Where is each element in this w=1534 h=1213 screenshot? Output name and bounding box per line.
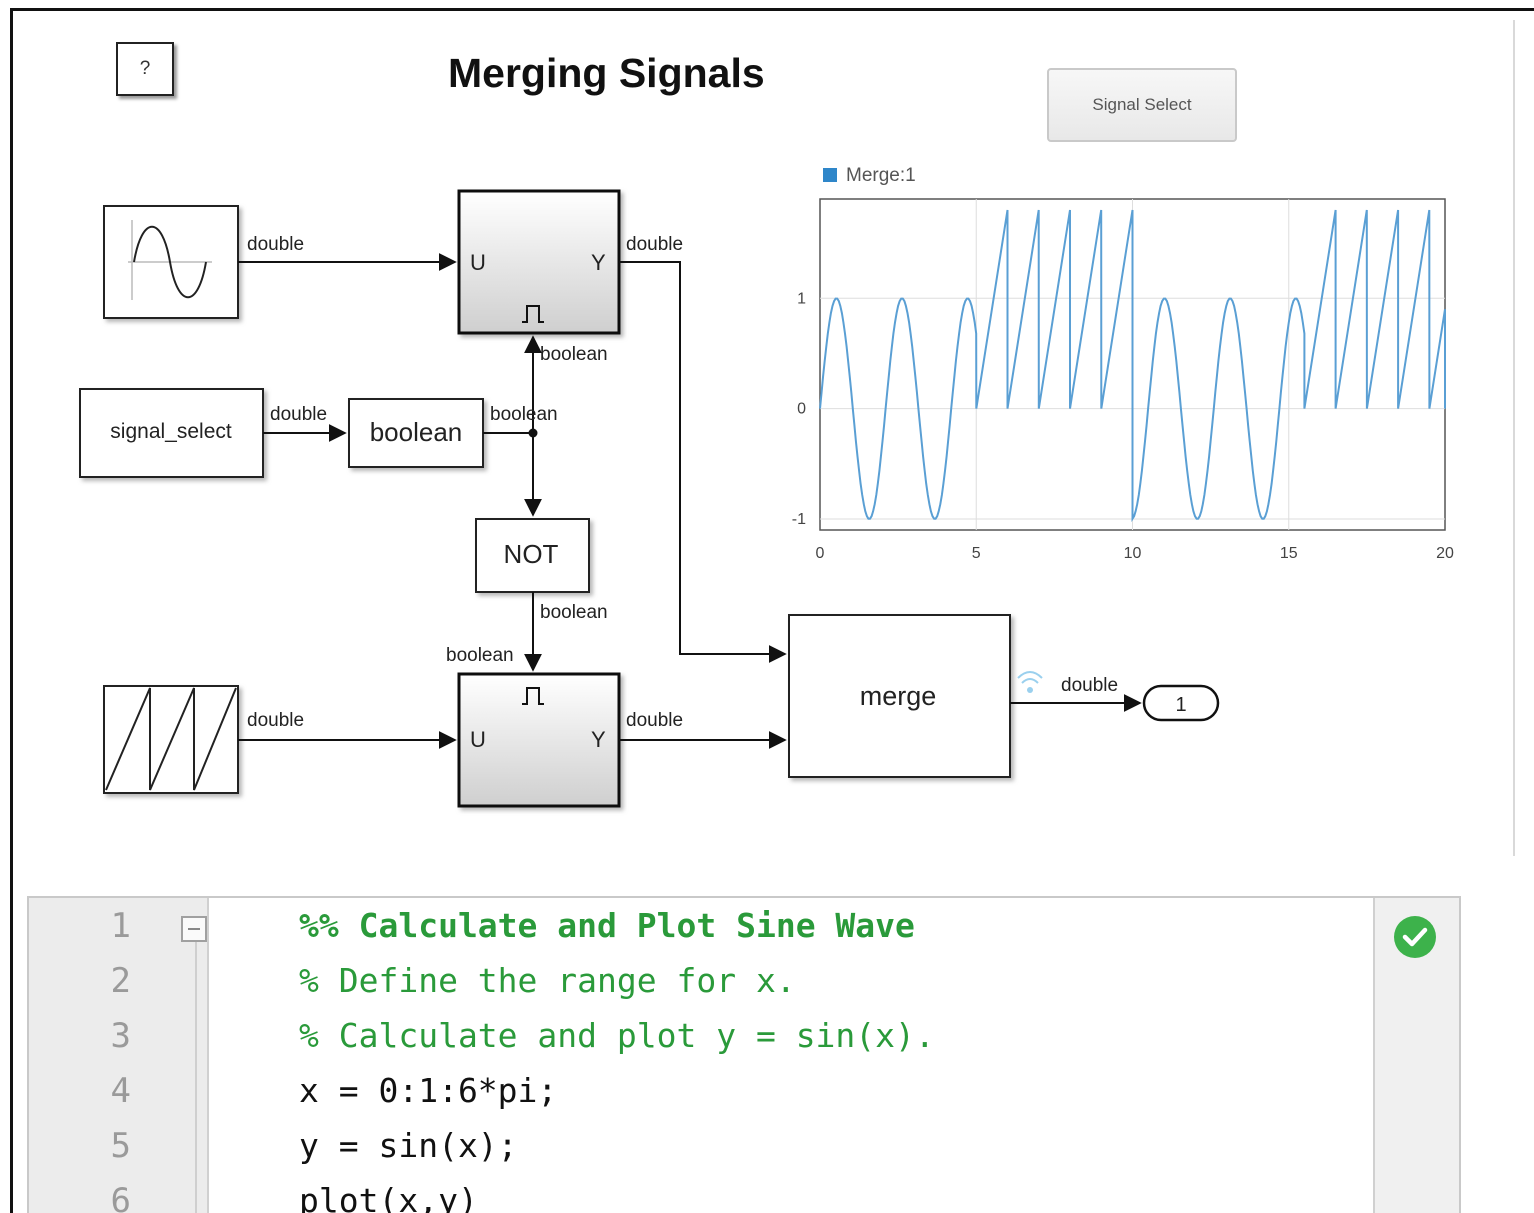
window-frame — [10, 8, 1534, 1213]
line-number: 1 — [110, 906, 131, 946]
merge-block[interactable]: merge — [788, 614, 1011, 778]
line-number: 4 — [110, 1071, 131, 1111]
canvas-divider — [1513, 20, 1515, 856]
code-line[interactable]: % Calculate and plot y = sin(x). — [299, 1016, 935, 1055]
code-line[interactable]: y = sin(x); — [299, 1126, 518, 1165]
svg-text:merge: merge — [860, 681, 937, 711]
svg-text:U: U — [470, 250, 486, 275]
outport-1[interactable]: 1 — [1142, 684, 1220, 722]
code-editor[interactable]: 1 2 3 4 5 6 %% Calculate and Plot Sine Wave % … — [27, 896, 1461, 1213]
code-line[interactable]: x = 0:1:6*pi; — [299, 1071, 558, 1110]
signal-select-button[interactable]: Signal Select — [1047, 68, 1237, 142]
boolean-convert-block[interactable]: boolean — [348, 398, 484, 468]
signal-label: double — [1061, 675, 1118, 696]
svg-text:NOT: NOT — [504, 539, 559, 569]
chart-ticks: 0 5 10 15 20 -1 0 1 — [792, 290, 1454, 562]
not-block[interactable]: NOT — [475, 518, 590, 593]
signal-label: double — [626, 710, 683, 731]
collapse-section-icon[interactable] — [181, 916, 207, 942]
svg-text:boolean: boolean — [370, 417, 463, 447]
page-title: Merging Signals — [448, 50, 765, 96]
signal-label: double — [626, 234, 683, 255]
x-tick-label: 20 — [1436, 545, 1454, 562]
sine-wave-block[interactable] — [103, 205, 239, 319]
svg-text:Y: Y — [591, 250, 606, 275]
x-tick-label: 5 — [972, 545, 981, 562]
chart-legend: Merge:1 — [823, 165, 916, 186]
legend-swatch — [823, 168, 837, 182]
x-tick-label: 10 — [1124, 545, 1142, 562]
y-tick-label: 1 — [797, 290, 806, 307]
code-line[interactable]: % Define the range for x. — [299, 961, 796, 1000]
x-tick-label: 15 — [1280, 545, 1298, 562]
merge-scope-chart[interactable]: Merge:1 0 5 10 15 20 -1 0 1 — [780, 160, 1480, 580]
svg-text:U: U — [470, 727, 486, 752]
line-number: 6 — [110, 1181, 131, 1213]
code-area[interactable]: %% Calculate and Plot Sine Wave % Define … — [209, 898, 1375, 1213]
help-button[interactable]: ? — [116, 42, 174, 96]
series-line-merge-1 — [819, 209, 1446, 523]
sawtooth-block[interactable] — [103, 685, 239, 794]
code-line[interactable]: plot(x,y) — [299, 1181, 478, 1213]
x-tick-label: 0 — [816, 545, 825, 562]
signal-logging-icon — [1017, 671, 1043, 693]
enabled-subsystem-1[interactable]: U Y — [457, 189, 621, 335]
svg-text:signal_select: signal_select — [110, 420, 232, 443]
svg-text:Y: Y — [591, 727, 606, 752]
signal-label: boolean — [490, 404, 558, 425]
signal-label: boolean — [446, 645, 514, 666]
fold-guide — [195, 942, 197, 1213]
code-analyzer-ok-icon[interactable] — [1394, 916, 1436, 958]
y-tick-label: 0 — [797, 401, 806, 418]
svg-text:1: 1 — [1175, 694, 1186, 716]
signal-label: double — [270, 404, 327, 425]
line-number: 5 — [110, 1126, 131, 1166]
signal-lines[interactable] — [238, 253, 1142, 749]
enabled-subsystem-2[interactable]: U Y — [457, 672, 621, 808]
code-line[interactable]: %% Calculate and Plot Sine Wave — [299, 906, 915, 945]
y-tick-label: -1 — [792, 511, 806, 528]
line-number-gutter: 1 2 3 4 5 6 — [29, 898, 209, 1213]
signal-label: boolean — [540, 602, 608, 623]
legend-label: Merge:1 — [846, 165, 916, 186]
line-number: 2 — [110, 961, 131, 1001]
block-diagram: signal_select boolean NOT U Y U Y merge … — [79, 189, 1220, 808]
signal-label: double — [247, 234, 304, 255]
signal-select-block[interactable]: signal_select — [79, 388, 264, 478]
signal-label: boolean — [540, 344, 608, 365]
line-number: 3 — [110, 1016, 131, 1056]
signal-label: double — [247, 710, 304, 731]
